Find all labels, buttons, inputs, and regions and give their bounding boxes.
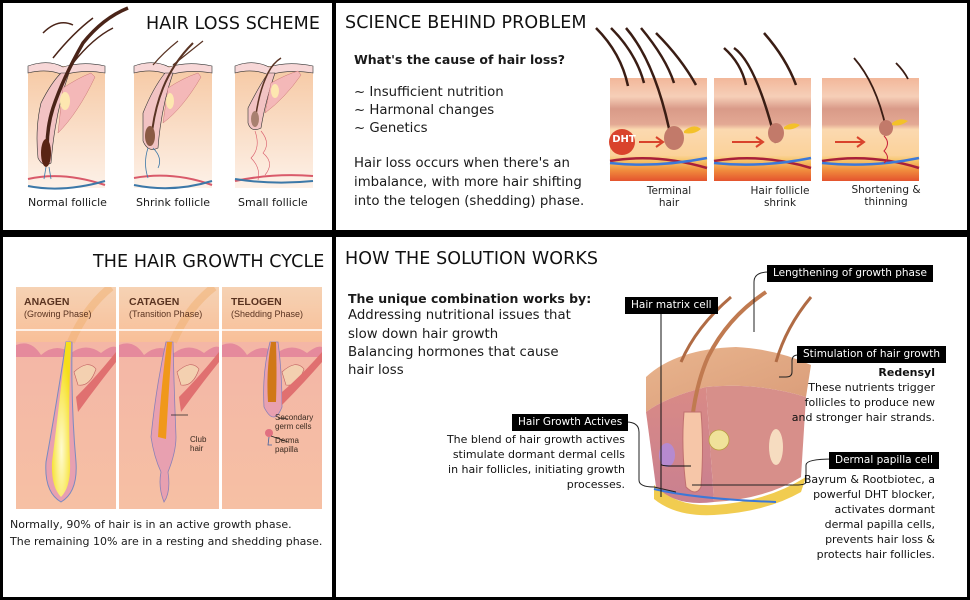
papilla-line: protects hair follicles. <box>816 548 935 561</box>
stage-label-terminal: Terminal hair <box>629 185 709 209</box>
annotation-line: germ cells <box>275 422 312 431</box>
redensyl-name: Redensyl <box>878 366 935 379</box>
redensyl-line: These nutrients trigger <box>808 381 935 394</box>
growth-footer-line: Normally, 90% of hair is in an active gr… <box>10 518 292 531</box>
phase-sub-anagen: (Growing Phase) <box>24 309 92 319</box>
tag-hair-growth-actives: Hair Growth Actives <box>512 414 629 431</box>
follicle-illustrations <box>27 6 314 190</box>
hair-loss-scheme-panel: HAIR LOSS SCHEME <box>3 3 332 230</box>
panel-title: HOW THE SOLUTION WORKS <box>345 249 599 269</box>
stage-terminal-hair-image <box>595 27 708 181</box>
cause-item: ~ Harmonal changes <box>354 103 495 118</box>
redensyl-block: Redensyl These nutrients trigger follicl… <box>792 365 935 425</box>
anagen-phase-image <box>16 287 116 509</box>
explanation-line: into the telogen (shedding) phase. <box>354 194 585 209</box>
annotation-secondary-germ-cells: Secondary germ cells <box>275 413 313 431</box>
annotation-club-hair: Club hair <box>190 435 206 453</box>
annotation-line: papilla <box>275 445 299 454</box>
papilla-line: prevents hair loss & <box>825 533 935 546</box>
phase-name-anagen: ANAGEN <box>24 296 70 308</box>
annotation-line: hair <box>190 444 204 453</box>
annotation-line: Secondary <box>275 413 314 422</box>
skin-cross-section-illustration <box>625 271 834 516</box>
actives-line: stimulate dormant dermal cells <box>452 448 625 461</box>
stage-label-line: hair <box>658 197 680 209</box>
cause-item: ~ Insufficient nutrition <box>354 85 504 100</box>
solution-body-line: slow down hair growth <box>348 327 499 342</box>
dht-badge: DHT <box>612 134 636 145</box>
panel-title: HAIR LOSS SCHEME <box>146 14 320 34</box>
phase-sub-telogen: (Shedding Phase) <box>231 309 304 319</box>
explanation-line: imbalance, with more hair shifting <box>354 175 582 190</box>
hair-strand <box>774 296 813 363</box>
papilla-line: activates dormant <box>834 503 936 516</box>
papilla-line: powerful DHT blocker, <box>813 488 935 501</box>
tag-lengthening-growth-phase: Lengthening of growth phase <box>767 265 933 282</box>
growth-cycle-panel: THE HAIR GROWTH CYCLE <box>3 237 332 597</box>
stage-label-thinning: Shortening & thinning <box>846 184 926 208</box>
cause-question: What's the cause of hair loss? <box>354 52 565 67</box>
small-follicle-image <box>234 57 314 188</box>
hair-strand <box>679 295 732 363</box>
solution-panel: HOW THE SOLUTION WORKS The unique combin… <box>336 237 967 597</box>
normal-follicle-image <box>27 6 129 190</box>
actives-block: The blend of hair growth actives stimula… <box>447 432 625 492</box>
actives-line: processes. <box>566 478 625 491</box>
solution-body-line: Balancing hormones that cause <box>348 345 559 360</box>
follicle-label-shrink: Shrink follicle <box>136 196 211 209</box>
redensyl-line: follicles to produce new <box>804 396 935 409</box>
actives-line: in hair follicles, initiating growth <box>448 463 625 476</box>
phase-name-telogen: TELOGEN <box>231 296 282 308</box>
annotation-derma-papilla: Derma papilla <box>275 436 299 454</box>
solution-body-line: hair loss <box>348 363 404 378</box>
actives-line: The blend of hair growth actives <box>446 433 625 446</box>
dht-stages-illustration <box>595 27 920 181</box>
stage-label-line: thinning <box>864 196 908 208</box>
catagen-phase-image <box>119 287 219 509</box>
stage-label-line: shrink <box>763 197 797 209</box>
solution-heading: The unique combination works by: <box>348 291 592 306</box>
annotation-line: Derma <box>275 436 300 445</box>
annotation-line: Club <box>190 435 207 444</box>
papilla-line: dermal papilla cells, <box>824 518 935 531</box>
growth-footer-line: The remaining 10% are in a resting and s… <box>10 535 323 548</box>
follicle-label-normal: Normal follicle <box>28 196 107 209</box>
stage-shortening-thinning-image <box>821 57 920 181</box>
tag-dermal-papilla-cell: Dermal papilla cell <box>829 452 939 469</box>
stage-label-line: Hair follicle <box>750 185 810 197</box>
cause-item: ~ Genetics <box>354 121 428 136</box>
phase-name-catagen: CATAGEN <box>129 296 180 308</box>
papilla-block: Bayrum & Rootbiotec, a powerful DHT bloc… <box>804 472 935 562</box>
science-panel: SCIENCE BEHIND PROBLEM What's the cause … <box>336 3 967 230</box>
redensyl-line: and stronger hair strands. <box>791 411 935 424</box>
stage-label-line: Terminal <box>646 185 692 197</box>
tag-stimulation-hair-growth: Stimulation of hair growth <box>797 346 947 363</box>
explanation-line: Hair loss occurs when there's an <box>354 156 570 171</box>
telogen-phase-image <box>222 287 322 509</box>
shrink-follicle-image <box>133 40 213 190</box>
stage-label-shrink: Hair follicle shrink <box>740 185 820 209</box>
panel-title: SCIENCE BEHIND PROBLEM <box>345 13 587 33</box>
papilla-line: Bayrum & Rootbiotec, a <box>803 473 935 486</box>
solution-body-line: Addressing nutritional issues that <box>348 308 571 323</box>
phase-sub-catagen: (Transition Phase) <box>129 309 203 319</box>
growth-cycle-illustration <box>16 287 322 509</box>
tag-hair-matrix-cell: Hair matrix cell <box>625 297 718 314</box>
follicle-label-small: Small follicle <box>238 196 308 209</box>
panel-title: THE HAIR GROWTH CYCLE <box>93 252 325 272</box>
stage-follicle-shrink-image <box>713 32 812 181</box>
stage-label-line: Shortening & <box>851 184 921 196</box>
